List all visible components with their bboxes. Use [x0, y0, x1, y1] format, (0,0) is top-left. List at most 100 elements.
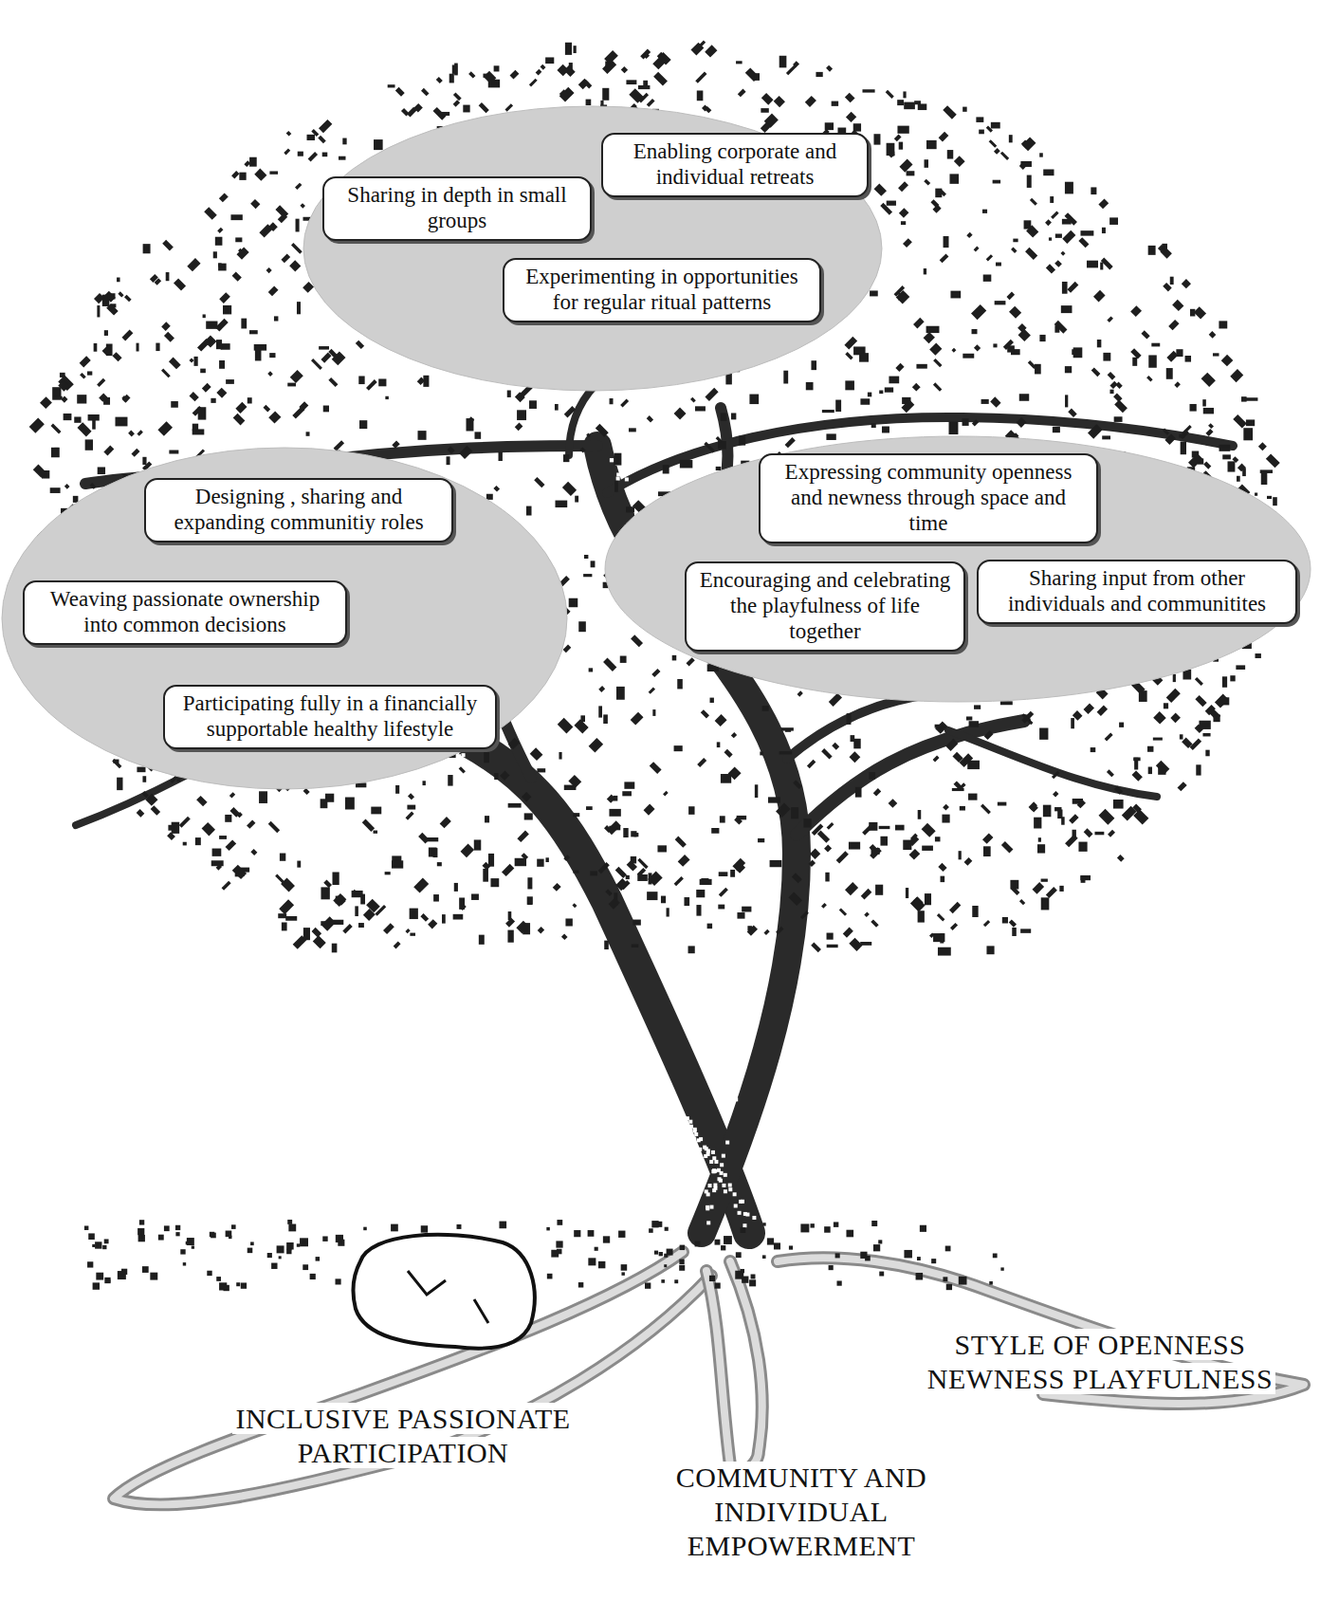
leaf-speck	[1041, 879, 1048, 882]
leaf-speck	[568, 62, 573, 71]
bark-speck	[616, 472, 621, 477]
leaf-speck	[950, 291, 961, 299]
leaf-speck	[770, 860, 783, 867]
leaf-speck	[604, 940, 609, 950]
leaf-speck	[483, 751, 490, 763]
leaf-speck	[992, 180, 1001, 184]
leaf-speck	[320, 798, 329, 808]
leaf-speck	[900, 399, 915, 413]
leaf-speck	[486, 494, 494, 500]
bark-speck	[504, 827, 509, 832]
leaf-speck	[250, 199, 260, 209]
leaf-speck	[291, 242, 303, 255]
leaf-speck	[949, 901, 961, 914]
leaf-speck	[810, 360, 817, 370]
leaf-speck	[166, 831, 176, 841]
bark-speck	[749, 916, 753, 921]
leaf-speck	[269, 352, 275, 358]
leaf-speck	[843, 336, 858, 350]
leaf-speck	[287, 383, 296, 387]
bark-speck	[743, 954, 748, 959]
bark-speck	[628, 1042, 633, 1046]
leaf-speck	[219, 835, 227, 840]
foliage	[29, 39, 1286, 955]
leaf-speck	[1021, 713, 1033, 725]
leaf-speck	[406, 805, 416, 810]
leaf-speck	[453, 914, 464, 920]
leaf-speck	[564, 785, 577, 790]
leaf-speck	[879, 389, 883, 394]
leaf-speck	[720, 412, 728, 421]
leaf-speck	[73, 416, 81, 422]
bark-speck	[618, 1023, 623, 1027]
bark-speck	[752, 901, 757, 906]
leaf-speck	[995, 262, 1002, 267]
leaf-speck	[1045, 263, 1056, 274]
leaf-speck	[514, 858, 527, 866]
leaf-speck	[1205, 704, 1216, 715]
leaf-speck	[595, 423, 609, 438]
leaf-speck	[993, 147, 1001, 155]
leaf-speck	[959, 752, 974, 768]
leaf-speck	[962, 107, 967, 112]
leaf-speck	[943, 236, 950, 248]
leaf-speck	[195, 837, 202, 845]
leaf-speck	[868, 822, 878, 831]
leaf-speck	[690, 397, 697, 404]
bark-speck	[580, 953, 585, 958]
leaf-speck	[529, 400, 537, 409]
leaf-speck	[632, 919, 641, 926]
leaf-speck	[929, 932, 935, 938]
leaf-speck	[623, 781, 635, 789]
leaf-speck	[906, 170, 916, 176]
leaf-speck	[580, 715, 586, 722]
leaf-speck	[620, 398, 629, 407]
ground-speck	[206, 1270, 212, 1276]
leaf-speck	[33, 463, 47, 477]
leaf-speck	[994, 300, 1007, 305]
ground-speck	[594, 1246, 599, 1251]
leaf-speck	[1054, 320, 1068, 334]
leaf-speck	[1254, 493, 1258, 496]
leaf-speck	[1178, 434, 1185, 439]
leaf-speck	[1208, 422, 1214, 429]
bark-speck	[659, 1087, 663, 1092]
leaf-speck	[331, 871, 339, 885]
bark-speck	[741, 822, 746, 826]
bark-speck	[618, 1004, 623, 1009]
leaf-speck	[810, 941, 822, 953]
leaf-speck	[106, 303, 119, 316]
leaf-speck	[1148, 245, 1156, 256]
leaf-speck	[1090, 186, 1097, 195]
leaf-speck	[229, 791, 236, 798]
leaf-speck	[959, 806, 966, 811]
leaf-speck	[385, 396, 388, 400]
leaf-speck	[616, 686, 625, 700]
leaf-speck	[621, 66, 628, 74]
leaf-speck	[898, 159, 913, 173]
leaf-speck	[749, 394, 759, 405]
bark-speck	[678, 1121, 682, 1126]
leaf-speck	[942, 105, 957, 120]
leaf-speck	[1100, 262, 1103, 271]
leaf-speck	[235, 402, 247, 414]
bark-speck	[624, 476, 629, 481]
leaf-speck	[707, 923, 713, 929]
leaf-speck	[579, 446, 586, 453]
bark-speck	[558, 924, 563, 929]
leaf-speck	[458, 445, 473, 459]
leaf-speck	[279, 853, 286, 862]
bark-speck	[737, 808, 742, 813]
leaf-speck	[240, 318, 247, 330]
leaf-speck	[715, 466, 722, 471]
bark-speck	[743, 1009, 748, 1014]
bark-speck	[734, 760, 739, 765]
leaf-speck	[161, 321, 171, 331]
leaf-speck	[278, 898, 294, 915]
leaf-speck	[136, 429, 143, 436]
leaf-speck	[1097, 339, 1102, 348]
leaf-speck	[112, 759, 119, 764]
leaf-speck	[1180, 441, 1187, 456]
leaf-speck	[454, 882, 459, 892]
leaf-speck	[93, 293, 105, 304]
